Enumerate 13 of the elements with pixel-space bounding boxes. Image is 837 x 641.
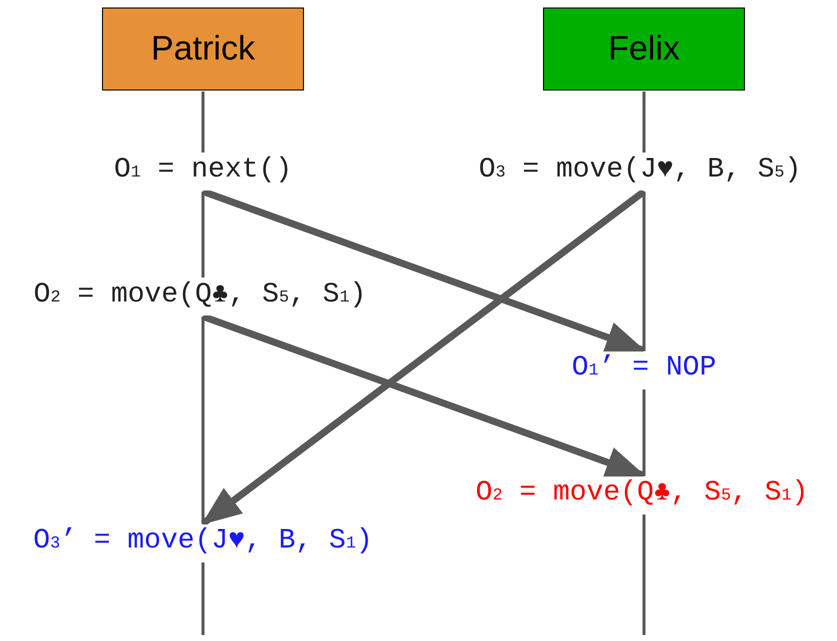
lifeline [642,192,646,350]
lifeline [202,92,204,152]
lifeline [202,192,204,278]
participant-box: Patrick [102,8,304,90]
message-arrow [202,313,646,479]
message-arrow [200,188,646,526]
participant-box: Felix [543,8,745,90]
message-arrow [202,188,646,354]
lifeline [642,390,646,476]
lifeline [642,92,646,152]
lifeline [202,562,204,635]
lifeline [202,316,204,524]
lifeline [642,514,646,635]
